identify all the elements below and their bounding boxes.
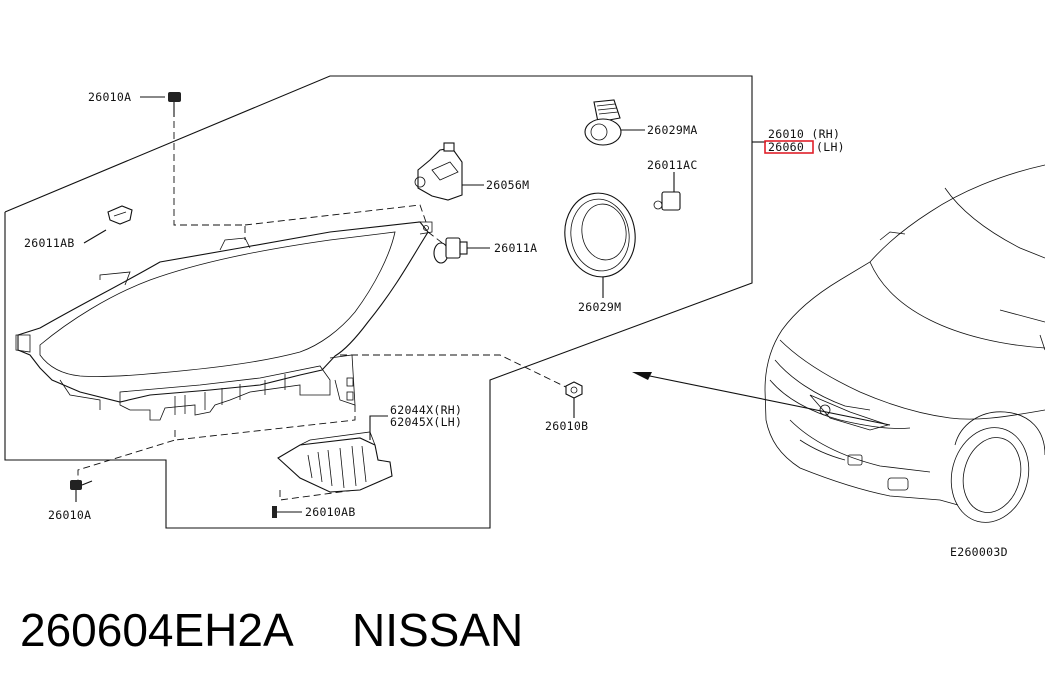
label-26029M: 26029M [578,300,621,314]
caption-brand: NISSAN [352,604,523,656]
highlight-box [764,140,814,154]
label-26011A: 26011A [494,241,537,255]
ring-26029M [564,192,636,298]
label-62044X: 62044X(RH) [390,403,462,417]
dash-26010B [340,354,573,391]
bolt-26010A-top [140,92,181,117]
dash-26010A-bottom [77,430,176,480]
screw-26010AB [272,506,302,518]
bracket-62044X [277,415,393,493]
label-26010A-top: 26010A [88,90,131,104]
label-62045X: 62045X(LH) [390,415,462,429]
label-26029MA: 26029MA [647,123,698,137]
label-26010B: 26010B [545,419,588,433]
label-26011AB: 26011AB [24,236,75,250]
label-26010-rh: 26010 (RH) [768,127,840,141]
socket-26029MA [584,99,645,146]
dash-26010A-top [173,110,246,240]
label-26056M: 26056M [486,178,529,192]
label-26010AB: 26010AB [305,505,356,519]
headlamp-housing [15,221,433,421]
motor-26056M [414,142,484,201]
label-26010A-bottom: 26010A [48,508,91,522]
nut-26010B [565,381,583,418]
figure-code: E260003D [950,545,1008,559]
bolt-26010A-bottom [70,480,93,502]
bulb-26011AC [653,172,681,211]
bulb-26011A [433,237,490,264]
vehicle-outline [764,164,1045,523]
dash-26056M [244,204,427,226]
clip-26011AB [83,205,133,244]
caption-part-number: 260604EH2A [20,604,294,656]
assembly-frame [4,75,753,529]
location-arrow [632,372,891,426]
dash-bracket [174,405,356,441]
label-26060: 26060 [768,140,804,154]
label-26011AC: 26011AC [647,158,698,172]
label-26060-lh: (LH) [816,140,845,154]
